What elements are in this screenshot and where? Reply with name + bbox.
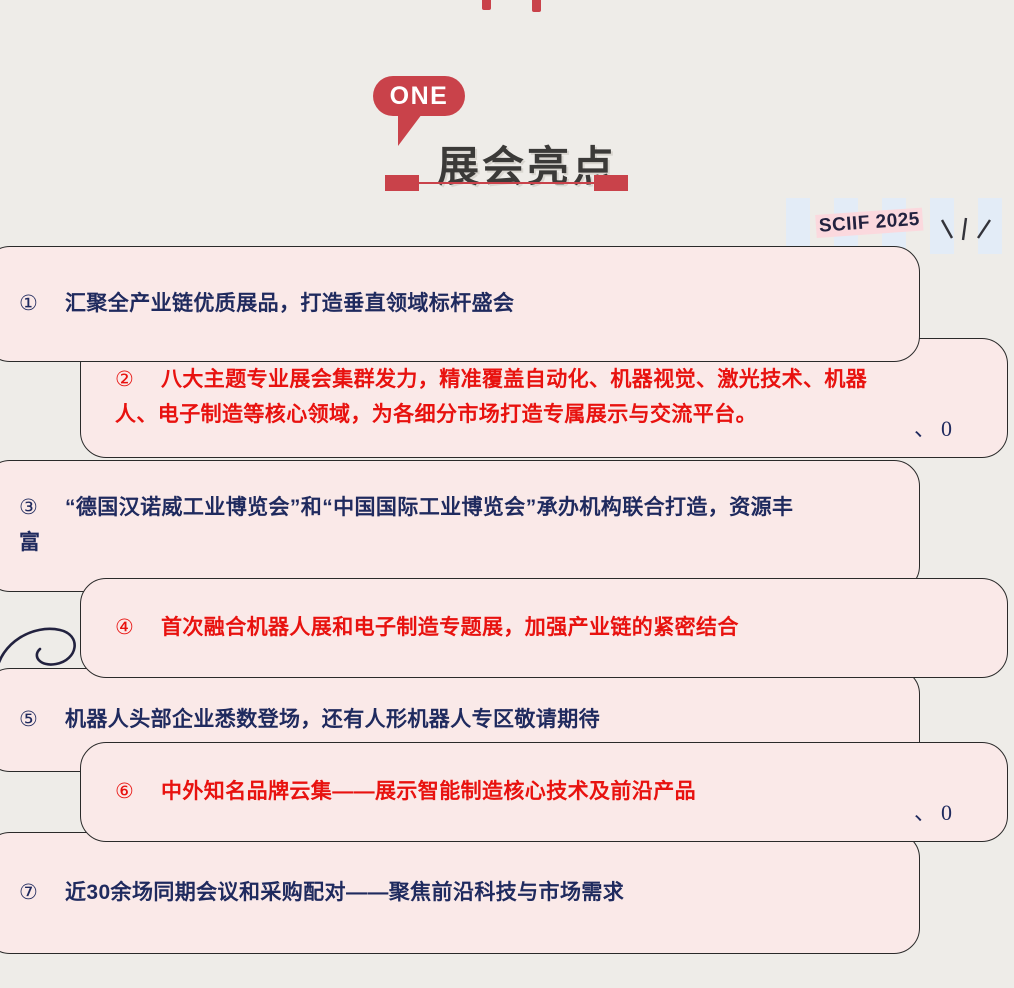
- highlight-index: ⑤: [19, 707, 39, 731]
- highlight-card-body: ④ 首次融合机器人展和电子制造专题展，加强产业链的紧密结合: [81, 611, 1007, 646]
- highlight-index: ③: [19, 496, 39, 520]
- rule-line: [385, 182, 628, 184]
- background-stripe: [786, 198, 810, 254]
- highlight-index: ②: [115, 368, 135, 392]
- highlight-card-body: ① 汇聚全产业链优质展品，打造垂直领域标杆盛会: [0, 287, 919, 322]
- highlight-card: ⑥ 中外知名品牌云集——展示智能制造核心技术及前沿产品、0: [80, 742, 1008, 842]
- highlight-card: ④ 首次融合机器人展和电子制造专题展，加强产业链的紧密结合: [80, 578, 1008, 678]
- badge-tail-icon: [398, 114, 422, 146]
- highlight-index: ⑦: [19, 880, 39, 904]
- highlight-text-line: ④ 首次融合机器人展和电子制造专题展，加强产业链的紧密结合: [115, 611, 981, 646]
- highlight-text: 富: [19, 531, 41, 554]
- rule-cap-left: [385, 175, 419, 191]
- highlight-card: ① 汇聚全产业链优质展品，打造垂直领域标杆盛会: [0, 246, 920, 362]
- decorative-mark: 、0: [913, 800, 957, 825]
- rule-cap-right: [594, 175, 628, 191]
- highlight-index: ①: [19, 291, 39, 315]
- section-number-badge: ONE: [373, 76, 465, 116]
- top-tick-right: [532, 0, 541, 12]
- highlight-text: 人、电子制造等核心领域，为各细分市场打造专属展示与交流平台。: [115, 403, 757, 426]
- highlight-text: 八大主题专业展会集群发力，精准覆盖自动化、机器视觉、激光技术、机器: [161, 368, 868, 392]
- slash-marks-icon: [938, 216, 998, 244]
- background-stripes: [786, 198, 1014, 254]
- highlight-text-line: ⑥ 中外知名品牌云集——展示智能制造核心技术及前沿产品: [115, 775, 981, 810]
- top-tick-left: [482, 0, 491, 10]
- highlight-card-body: ② 八大主题专业展会集群发力，精准覆盖自动化、机器视觉、激光技术、机器人、电子制造…: [81, 363, 1007, 432]
- highlight-text: 首次融合机器人展和电子制造专题展，加强产业链的紧密结合: [161, 615, 739, 639]
- highlight-text: 机器人头部企业悉数登场，还有人形机器人专区敬请期待: [65, 707, 600, 731]
- highlight-text-line: ① 汇聚全产业链优质展品，打造垂直领域标杆盛会: [19, 287, 893, 322]
- highlight-card-body: ⑦ 近30余场同期会议和采购配对——聚焦前沿科技与市场需求: [0, 876, 919, 911]
- highlight-text: 汇聚全产业链优质展品，打造垂直领域标杆盛会: [65, 291, 515, 315]
- highlight-index: ⑥: [115, 779, 135, 803]
- highlights-list: ① 汇聚全产业链优质展品，打造垂直领域标杆盛会 ② 八大主题专业展会集群发力，精准覆盖…: [0, 240, 1014, 960]
- highlight-text: “德国汉诺威工业博览会”和“中国国际工业博览会”承办机构联合打造，资源丰: [65, 496, 794, 520]
- highlight-text: 近30余场同期会议和采购配对——聚焦前沿科技与市场需求: [65, 880, 625, 904]
- decorative-mark: 、0: [913, 416, 957, 441]
- highlight-card-body: ⑥ 中外知名品牌云集——展示智能制造核心技术及前沿产品: [81, 775, 1007, 810]
- highlight-text-line: ② 八大主题专业展会集群发力，精准覆盖自动化、机器视觉、激光技术、机器: [115, 363, 981, 398]
- highlight-text-line: ③ “德国汉诺威工业博览会”和“中国国际工业博览会”承办机构联合打造，资源丰: [19, 491, 893, 526]
- highlight-text-line: 富: [19, 526, 893, 561]
- highlight-card-body: ③ “德国汉诺威工业博览会”和“中国国际工业博览会”承办机构联合打造，资源丰富: [0, 491, 919, 560]
- highlight-card: ③ “德国汉诺威工业博览会”和“中国国际工业博览会”承办机构联合打造，资源丰富: [0, 460, 920, 592]
- highlight-text-line: ⑤ 机器人头部企业悉数登场，还有人形机器人专区敬请期待: [19, 703, 893, 738]
- section-header: ONE 展会亮点: [0, 60, 1014, 210]
- highlight-text-line: ⑦ 近30余场同期会议和采购配对——聚焦前沿科技与市场需求: [19, 876, 893, 911]
- background-stripe: [930, 198, 954, 254]
- highlight-text: 中外知名品牌云集——展示智能制造核心技术及前沿产品: [161, 779, 696, 803]
- title-rule: [385, 175, 628, 191]
- background-stripe: [978, 198, 1002, 254]
- highlight-card-body: ⑤ 机器人头部企业悉数登场，还有人形机器人专区敬请期待: [0, 703, 919, 738]
- highlight-text-line: 人、电子制造等核心领域，为各细分市场打造专属展示与交流平台。: [115, 398, 981, 433]
- highlight-card: ⑦ 近30余场同期会议和采购配对——聚焦前沿科技与市场需求: [0, 832, 920, 954]
- highlight-index: ④: [115, 615, 135, 639]
